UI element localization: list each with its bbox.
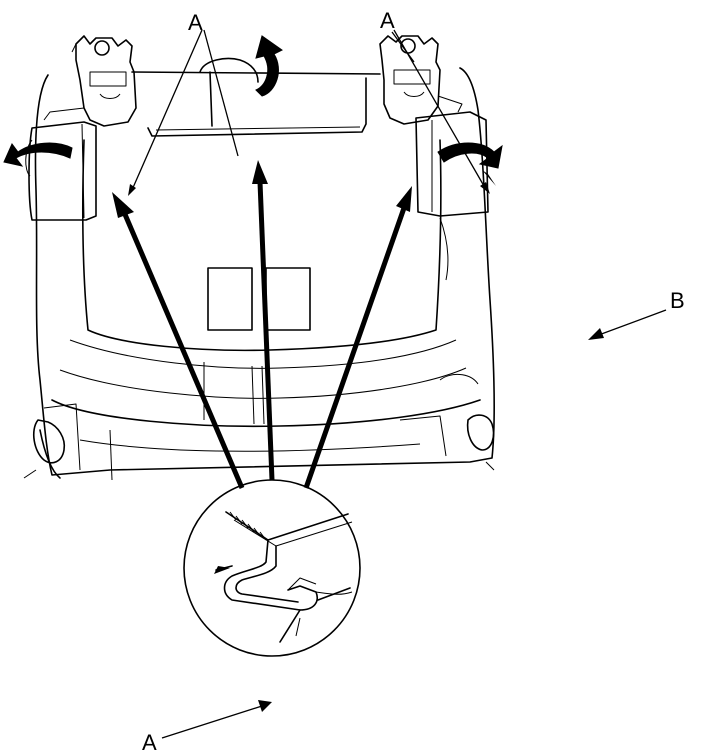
view-arrow-b (588, 309, 667, 340)
right-side-flap (415, 111, 489, 281)
label-leader-lines (128, 29, 490, 196)
left-side-flap (25, 121, 97, 221)
label-a-top-right: A (380, 8, 395, 33)
label-a-top-left: A (188, 10, 203, 35)
left-pull-arrow (3, 142, 73, 167)
label-b-view: B (670, 288, 685, 313)
clip-location-arrows (112, 160, 412, 489)
top-pull-arrow (255, 35, 283, 97)
clip-detail-magnifier (183, 479, 361, 657)
hatched-trim-edge (229, 511, 267, 541)
right-hinge-bracket (379, 35, 463, 125)
label-a-view: A (142, 730, 157, 755)
view-arrow-a-bottom (161, 700, 272, 739)
right-pull-arrow (437, 142, 503, 186)
left-hinge-bracket (43, 35, 137, 127)
seat-back-frame (23, 57, 495, 481)
